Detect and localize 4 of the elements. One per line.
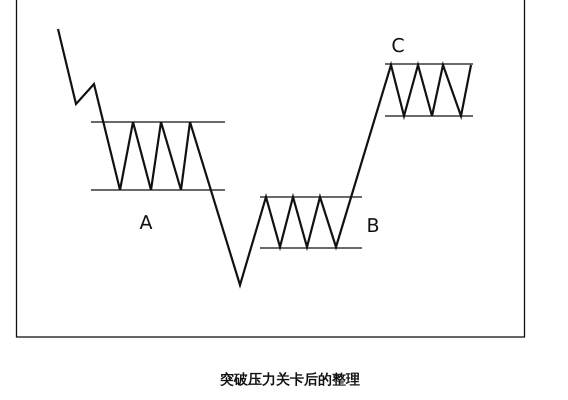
- zone-label: B: [366, 216, 380, 236]
- zone-label: C: [391, 36, 405, 56]
- caption: 突破压力关卡后的整理: [220, 371, 360, 389]
- zone-label: A: [140, 213, 152, 233]
